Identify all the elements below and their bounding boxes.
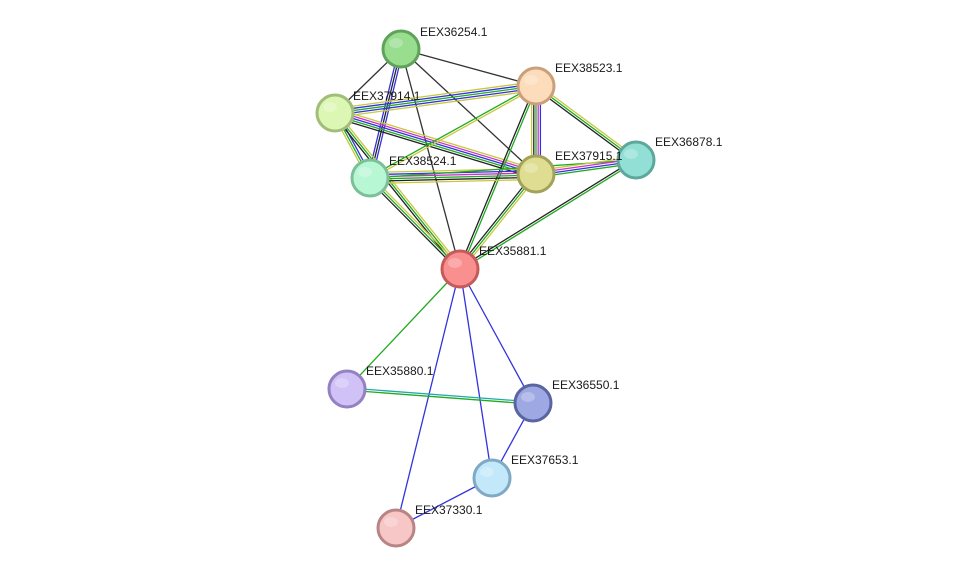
- edge-EEX36878-EEX35881: [459, 158, 637, 271]
- node-highlight: [624, 149, 638, 159]
- node-EEX37915[interactable]: EEX37915.1: [516, 149, 623, 194]
- edge-line: [536, 83, 638, 159]
- edge-EEX35881-EEX35880: [346, 268, 461, 390]
- edge-EEX38523-EEX36878: [534, 83, 638, 163]
- edge-EEX36254-EEX35881: [400, 48, 461, 270]
- node-highlight: [384, 517, 398, 527]
- node-EEX36878[interactable]: EEX36878.1: [616, 135, 723, 180]
- node-highlight: [323, 102, 337, 112]
- node-EEX37653[interactable]: EEX37653.1: [472, 453, 579, 498]
- node-circle[interactable]: [350, 158, 390, 198]
- node-label: EEX37914.1: [353, 89, 421, 103]
- edge-line: [346, 268, 461, 390]
- edge-EEX35881-EEX37330: [395, 268, 461, 529]
- edge-line: [370, 178, 537, 185]
- edge-line: [335, 87, 537, 116]
- edge-EEX37914-EEX35881: [332, 111, 463, 271]
- edge-line: [336, 111, 463, 269]
- node-circle[interactable]: [472, 458, 512, 498]
- edge-line: [400, 48, 537, 87]
- edge-line: [369, 48, 402, 179]
- edge-EEX37915-EEX35881: [457, 172, 539, 271]
- edge-line: [371, 49, 404, 179]
- edge-line: [335, 89, 537, 119]
- node-highlight: [335, 378, 349, 388]
- edge-line: [369, 177, 461, 270]
- node-circle[interactable]: [440, 249, 480, 289]
- node-circle[interactable]: [327, 369, 367, 409]
- node-highlight: [524, 75, 538, 85]
- node-circle[interactable]: [381, 29, 421, 69]
- edge-EEX35881-EEX36550: [459, 268, 534, 404]
- edge-line: [367, 179, 459, 272]
- edge-line: [459, 158, 636, 269]
- edge-line: [334, 112, 461, 270]
- edge-line: [370, 86, 537, 180]
- node-label: EEX36254.1: [420, 25, 488, 39]
- edge-line: [346, 389, 533, 405]
- edge-line: [459, 173, 537, 270]
- edge-EEX36254-EEX37915: [400, 48, 537, 175]
- edge-line: [395, 268, 461, 529]
- node-EEX35880[interactable]: EEX35880.1: [327, 364, 434, 409]
- node-highlight: [521, 392, 535, 402]
- edge-line: [535, 85, 637, 161]
- edge-line: [370, 176, 537, 182]
- node-highlight: [448, 258, 462, 268]
- edge-line: [369, 84, 536, 178]
- edge-EEX35880-EEX36550: [346, 387, 534, 405]
- node-circle[interactable]: [516, 154, 556, 194]
- edge-line: [347, 387, 534, 403]
- node-label: EEX36878.1: [655, 135, 723, 149]
- node-circle[interactable]: [516, 66, 556, 106]
- edge-EEX36254-EEX38523: [400, 48, 537, 87]
- edge-line: [370, 174, 537, 180]
- node-highlight: [358, 167, 372, 177]
- edge-EEX38524-EEX35881: [367, 175, 463, 272]
- edge-line: [459, 268, 534, 404]
- node-highlight: [389, 38, 403, 48]
- edge-line: [332, 113, 459, 271]
- edge-line: [400, 48, 537, 175]
- node-circle[interactable]: [315, 93, 355, 133]
- node-label: EEX36550.1: [552, 378, 620, 392]
- edge-line: [371, 175, 463, 268]
- node-EEX36254[interactable]: EEX36254.1: [381, 25, 488, 69]
- node-label: EEX37915.1: [555, 149, 623, 163]
- node-EEX35881[interactable]: EEX35881.1: [440, 244, 547, 289]
- edge-line: [334, 80, 536, 110]
- node-EEX37914[interactable]: EEX37914.1: [315, 89, 421, 133]
- node-EEX38524[interactable]: EEX38524.1: [350, 154, 457, 198]
- node-label: EEX38523.1: [555, 61, 623, 75]
- node-EEX36550[interactable]: EEX36550.1: [513, 378, 620, 423]
- node-label: EEX38524.1: [389, 154, 457, 168]
- edge-line: [457, 172, 535, 269]
- node-label: EEX37653.1: [511, 453, 579, 467]
- edge-line: [461, 174, 539, 271]
- node-highlight: [524, 163, 538, 173]
- node-EEX38523[interactable]: EEX38523.1: [516, 61, 623, 106]
- edge-EEX38523-EEX38524: [369, 84, 537, 180]
- edge-line: [400, 48, 461, 270]
- edge-line: [459, 268, 493, 479]
- edge-line: [460, 160, 637, 271]
- edge-line: [458, 85, 536, 269]
- node-circle[interactable]: [616, 140, 656, 180]
- node-EEX37330[interactable]: EEX37330.1: [376, 503, 483, 548]
- edge-EEX37914-EEX38523: [334, 80, 537, 119]
- edge-line: [334, 83, 536, 112]
- edge-EEX35881-EEX37653: [459, 268, 493, 479]
- node-label: EEX35881.1: [479, 244, 547, 258]
- edge-line: [534, 87, 636, 163]
- node-layer: EEX36254.1EEX38523.1EEX37914.1EEX36878.1…: [315, 25, 723, 548]
- node-label: EEX35880.1: [366, 364, 434, 378]
- edge-line: [334, 85, 537, 114]
- node-circle[interactable]: [376, 508, 416, 548]
- node-highlight: [480, 467, 494, 477]
- edge-layer: [332, 48, 638, 529]
- node-label: EEX37330.1: [415, 503, 483, 517]
- node-circle[interactable]: [513, 383, 553, 423]
